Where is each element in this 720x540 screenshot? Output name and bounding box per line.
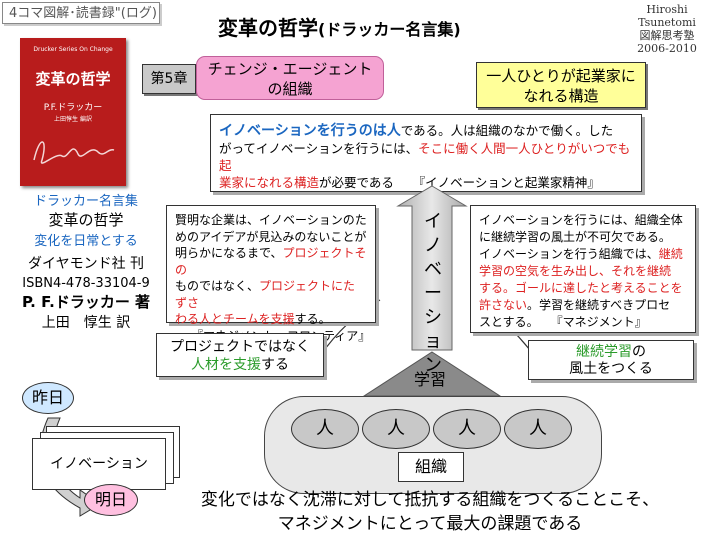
tomorrow-bubble: 明日 [84,484,138,516]
cover-author: P.F.ドラッカー [43,103,103,113]
structure-line1: 一人ひとりが起業家に [486,67,636,85]
book-cover: Drucker Series On Change 変革の哲学 P.F.ドラッカー… [20,38,126,186]
quote-red-text: する。 [479,281,516,295]
structure-line2: なれる構造 [523,87,599,105]
conclusion-line2: マネジメントにとって最大の課題である [277,514,583,534]
page-title: 変革の哲学(ドラッカー名言集) [218,12,461,41]
innovation-pages: イノベーション [18,412,186,492]
learning-label: 学習 [413,370,446,389]
cover-translator: 上田惇生 編訳 [54,116,92,123]
quote-red-text: 業家になれる構造 [219,175,320,190]
quote-red-text: ゴールに達したと考えることを [515,281,683,295]
chapter-badge: 第5章 [142,64,196,94]
quote-text: である。人は組織のなかで働く。した [400,123,614,138]
culture-line2: 風土をつくる [569,361,653,377]
book-isbn: ISBN4-478-33104-9 [22,276,150,291]
innovation-arrow [396,185,468,351]
entrepreneur-structure-box: 一人ひとりが起業家に なれる構造 [476,62,646,108]
vlabel-char: ベ [424,259,442,280]
vlabel-char: ョ [424,331,442,352]
quote-text: 賢明な企業は、イノベーションのた [175,213,367,227]
conclusion-line1: 変化ではなく沈滞に対して抵抗する組織をつくることこそ、 [200,490,660,510]
chapter-title-box: チェンジ・エージェント の組織 [196,56,384,100]
culture-green-text: 継続学習 [576,344,632,360]
book-series: ドラッカー名言集 [33,194,138,209]
quote-text: 明らかになるまで、 [175,246,283,260]
person-node: 人 [291,409,359,449]
organization-label: 組織 [398,452,464,482]
learning-culture-box: 継続学習の 風土をつくる [528,340,694,380]
left-quote-box: 賢明な企業は、イノベーションのた めのアイデアが見込みのないことが 明らかになる… [166,205,376,343]
quote-red-text: プロジェクトにたずさ [175,279,356,310]
author-name: Hiroshi Tsunetomi [638,3,696,29]
culture-text: の [632,344,646,360]
quote-text: に継続学習の風土が不可欠である。 [479,230,671,244]
vlabel-char: ノ [424,235,442,256]
project-support-box: プロジェクトではなく 人材を支援する [156,333,324,377]
book-author: P. F.ドラッカー 著 [21,293,151,311]
title-main: 変革の哲学 [218,16,318,40]
title-sub: (ドラッカー名言集) [318,20,461,39]
book-translator: 上田 惇生 訳 [41,315,131,331]
person-node: 人 [504,409,572,449]
project-line2: 人材を支援する [157,356,323,374]
person-node: 人 [362,409,430,449]
quote-red-text: 許さない [479,298,528,312]
quote-text: めのアイデアが見込みのないことが [175,229,367,244]
chapter-title-line2: の組織 [267,80,313,98]
yesterday-bubble: 昨日 [22,382,74,414]
book-publisher: ダイヤモンド社 刊 [27,256,145,272]
vlabel-char: イ [424,211,442,232]
quote-text: が必要である 『イノベーションと起業家精神』 [319,175,600,190]
vlabel-char: シ [424,307,442,328]
vlabel-char: ー [424,283,442,304]
quote-text: ものではなく、 [175,279,260,293]
page-front: イノベーション [32,438,166,490]
quote-text: イノベーションを行うには、組織全体 [479,213,683,227]
project-line1: プロジェクトではなく [170,339,310,355]
main-quote-box: イノベーションを行うのは人である。人は組織のなかで働く。した がってイノベーショ… [210,114,642,192]
quote-red-text: 学習の空気を生み出し、それを継続 [479,264,672,278]
book-title: 変革の哲学 [48,211,124,229]
quote-red-text: プロジェクトその [175,246,367,277]
author-years: 2006-2010 [637,42,697,55]
conclusion-text: 変化ではなく沈滞に対して抵抗する組織をつくることこそ、 マネジメントにとって最大… [160,488,700,536]
cover-title: 変革の哲学 [35,70,111,88]
series-tag: 4コマ図解･読書録"(ログ) [2,2,160,24]
book-subtitle: 変化を日常とする [34,234,138,249]
quote-red-text: わる人とチームを支援 [175,312,295,326]
author-org: 図解思考塾 [639,29,695,42]
quote-text: 。学習を継続すべきプロセ [527,298,671,312]
quote-highlight: イノベーションを行うのは人 [219,123,401,139]
quote-red-text: 継続 [658,247,683,261]
person-node: 人 [433,409,501,449]
quote-text: する。 [294,312,331,326]
innovation-vertical-label: イ ノ ベ ー シ ョ ン [421,210,445,378]
chapter-title-line1: チェンジ・エージェント [207,60,373,78]
quote-text: イノベーションを行う組織では、 [479,247,659,261]
project-text: する [261,357,289,373]
book-info: ドラッカー名言集 変革の哲学 変化を日常とする ダイヤモンド社 刊 ISBN4-… [4,190,168,332]
vlabel-char: ン [424,355,442,376]
author-credit: Hiroshi Tsunetomi 図解思考塾 2006-2010 [617,3,717,55]
quote-text: スとする。 『マネジメント』 [479,315,647,329]
cover-series: Drucker Series On Change [33,46,113,53]
quote-red-text: そこに働く人間一人ひとりがいつでも起 [219,141,631,173]
project-green-text: 人材を支援 [191,357,261,373]
right-quote-box: イノベーションを行うには、組織全体 に継続学習の風土が不可欠である。 イノベーシ… [470,205,696,333]
quote-text: がってイノベーションを行うには、 [219,141,419,156]
signature-icon [33,141,115,164]
culture-line1: 継続学習の [529,344,693,361]
